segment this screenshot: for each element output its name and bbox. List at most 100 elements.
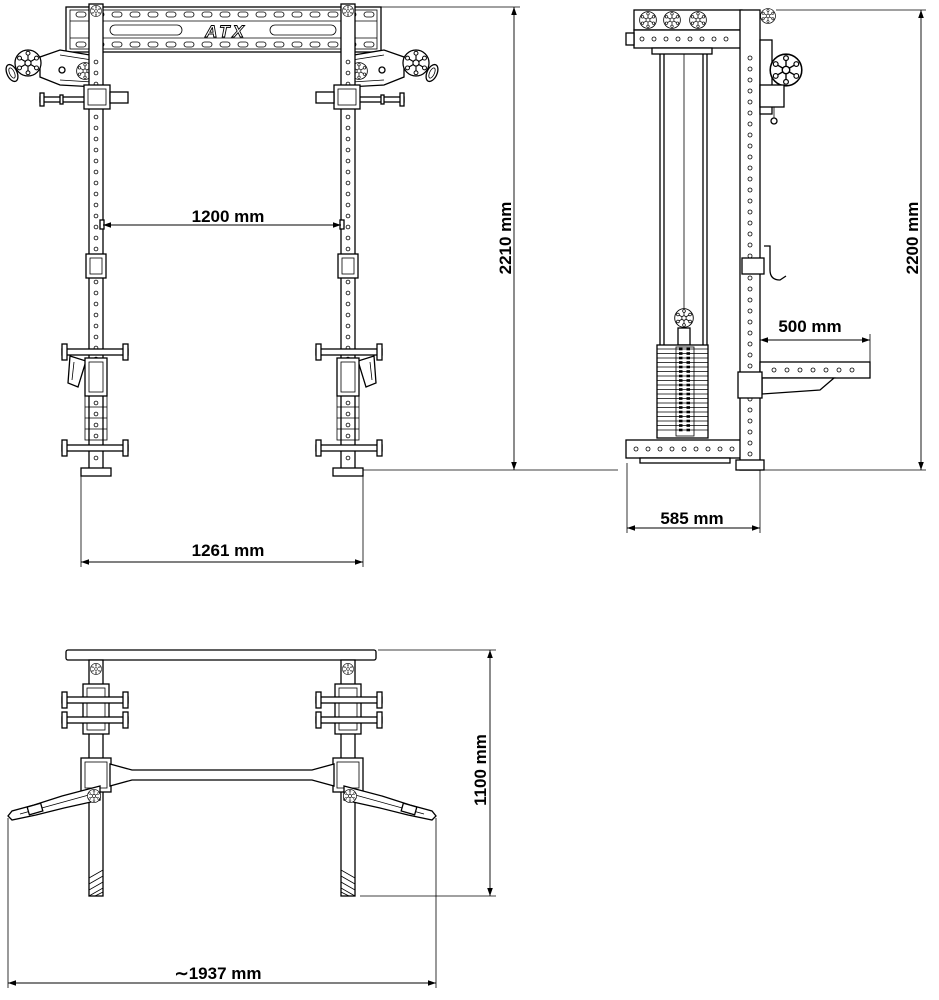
plate-slot — [273, 11, 285, 18]
base-hole — [693, 446, 699, 452]
upright-hole — [93, 235, 99, 241]
brand-logo: ATX — [204, 22, 247, 41]
upright-hole — [747, 209, 753, 215]
guide-rod-top-bracket — [651, 47, 713, 55]
selector-pin-hole — [679, 361, 683, 364]
spotter-arm — [737, 361, 871, 399]
weight-storage-horn-upper — [61, 343, 129, 361]
weight-plates — [657, 347, 708, 432]
upright-hole — [747, 66, 753, 72]
upright-hole — [747, 297, 753, 303]
plate-slot — [309, 41, 321, 48]
dimension-1200: 1200 mm — [103, 207, 341, 228]
front-right-upright-assembly — [316, 4, 440, 476]
selector-pin-hole — [679, 410, 683, 414]
post-sleeve — [84, 357, 108, 397]
upright-hole — [747, 341, 753, 347]
base-hole — [669, 446, 675, 452]
side-j-hook — [741, 245, 787, 281]
upright-hole — [93, 158, 99, 164]
selector-pin-hole — [679, 374, 683, 378]
dimension-label-inner-width: 1200 mm — [192, 207, 265, 226]
rear-ladder-frame — [84, 395, 108, 441]
selector-pin-hole — [686, 370, 690, 373]
selector-pin-hole — [686, 352, 690, 355]
beam-hole — [639, 36, 645, 42]
upright-hole — [747, 440, 753, 446]
base-hole — [633, 446, 639, 452]
selector-pin-hole — [679, 397, 683, 400]
side-base-frame — [625, 439, 745, 464]
upright-hole — [747, 143, 753, 149]
upright-hole — [747, 99, 753, 105]
upright-hole — [93, 433, 99, 439]
base-hole — [717, 446, 723, 452]
upright-hole — [747, 88, 753, 94]
carabiner-clip — [5, 63, 19, 83]
upright-hole — [747, 242, 753, 248]
plate-slot — [183, 11, 195, 18]
plate-slot — [237, 41, 249, 48]
cable-carriage — [83, 84, 129, 110]
upright-hole — [93, 312, 99, 318]
plate-slot — [75, 11, 87, 18]
selector-pin-hole — [679, 370, 683, 373]
base-hole — [705, 446, 711, 452]
pulley-wheel — [87, 789, 101, 803]
upright-hole — [93, 70, 99, 76]
selector-pin-hole — [686, 424, 690, 427]
plate-slot — [327, 41, 339, 48]
upright-hole — [747, 451, 753, 457]
base-hole — [645, 446, 651, 452]
upright-hole — [93, 290, 99, 296]
plate-slot — [165, 11, 177, 18]
dimension-label-top-depth: 1100 mm — [471, 734, 490, 806]
selector-pin-hole — [679, 352, 683, 355]
plate-slot — [183, 41, 195, 48]
plate-slot — [147, 41, 159, 48]
upright-hole — [93, 147, 99, 153]
selector-pin-hole — [679, 356, 683, 360]
pulley-wheel — [14, 49, 42, 77]
selector-pin-hole — [686, 374, 690, 378]
base-hole-row — [633, 446, 735, 452]
selector-pin-hole — [686, 361, 690, 364]
selector-pin-hole — [686, 406, 690, 409]
weight-storage-horn-lower — [61, 711, 129, 729]
stack-pulley — [674, 308, 694, 328]
upright-hole — [93, 411, 99, 417]
dimension-label-height: 2210 mm — [496, 202, 515, 275]
dimension-1261: 1261 mm — [80, 476, 364, 567]
selector-pin-hole — [679, 424, 683, 427]
upright-hole — [747, 418, 753, 424]
upright-hole — [747, 330, 753, 336]
spotter-arm-hole — [810, 367, 816, 373]
selector-pin-hole — [679, 379, 683, 382]
frame-bolt — [625, 32, 635, 46]
upright-hole — [93, 213, 99, 219]
beam-hole-row — [639, 36, 729, 42]
top-crossmember-plate: ATX — [65, 6, 382, 53]
upright-hole — [747, 407, 753, 413]
front-cable-pulley-arm — [5, 49, 97, 88]
side-pulley-arm — [759, 39, 803, 125]
upright-hole — [93, 180, 99, 186]
top-pulley — [760, 8, 776, 24]
dimension-label-overall-width: ∼1937 mm — [174, 964, 261, 983]
beam-hole — [651, 36, 657, 42]
selector-pin-hole — [686, 419, 690, 423]
selector-pin-hole — [686, 347, 690, 351]
top-pulley — [90, 663, 102, 675]
upright-hole — [747, 110, 753, 116]
selector-pin-hole — [686, 356, 690, 360]
weight-storage-horn-upper — [61, 691, 129, 709]
plate-slot — [111, 11, 123, 18]
front-view: ATX — [5, 3, 618, 567]
upright-hole — [747, 165, 753, 171]
dimension-2210: 2210 mm — [363, 6, 618, 471]
selector-pin-hole — [686, 379, 690, 382]
upright-hole — [93, 125, 99, 131]
upright-hole — [93, 455, 99, 461]
selector-pin-hole — [679, 383, 683, 387]
base-hole — [657, 446, 663, 452]
